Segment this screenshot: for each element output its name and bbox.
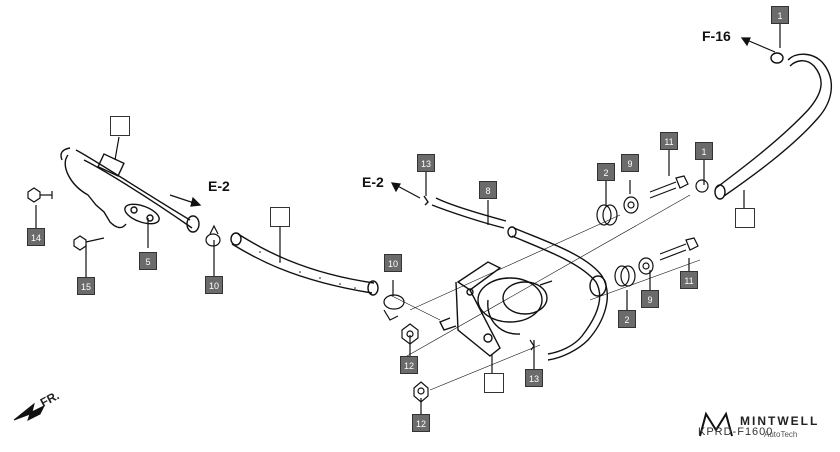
diagram-code: KPRD-F1600 [698, 426, 774, 438]
callout-13-lower: 13 [525, 369, 543, 387]
callout-11-upper: 11 [660, 132, 678, 150]
callout-13-upper: 13 [417, 154, 435, 172]
callout-8: 8 [479, 181, 497, 199]
callout-10-left: 10 [205, 276, 223, 294]
callout-2-upper: 2 [597, 163, 615, 181]
reference-f16: F-16 [702, 28, 731, 44]
callout-blank-pipe [110, 116, 130, 136]
reference-e2-mid: E-2 [362, 174, 384, 190]
watermark-brand: MINTWELL [740, 414, 820, 428]
callout-12-upper: 12 [400, 356, 418, 374]
callout-10-mid: 10 [384, 254, 402, 272]
callout-9-lower: 9 [641, 290, 659, 308]
callout-14: 14 [27, 228, 45, 246]
callout-15: 15 [77, 277, 95, 295]
callout-5: 5 [139, 252, 157, 270]
callout-12-lower: 12 [412, 414, 430, 432]
callout-blank-valve [484, 373, 504, 393]
callout-blank-left-hose [270, 207, 290, 227]
callout-2-lower: 2 [618, 310, 636, 328]
watermark-subtitle: AutoTech [764, 430, 798, 439]
callout-11-lower: 11 [680, 271, 698, 289]
callout-1-top: 1 [771, 6, 789, 24]
callout-9-upper: 9 [621, 154, 639, 172]
reference-e2-left: E-2 [208, 178, 230, 194]
callout-blank-upper-hose [735, 208, 755, 228]
callout-1-mid: 1 [695, 142, 713, 160]
